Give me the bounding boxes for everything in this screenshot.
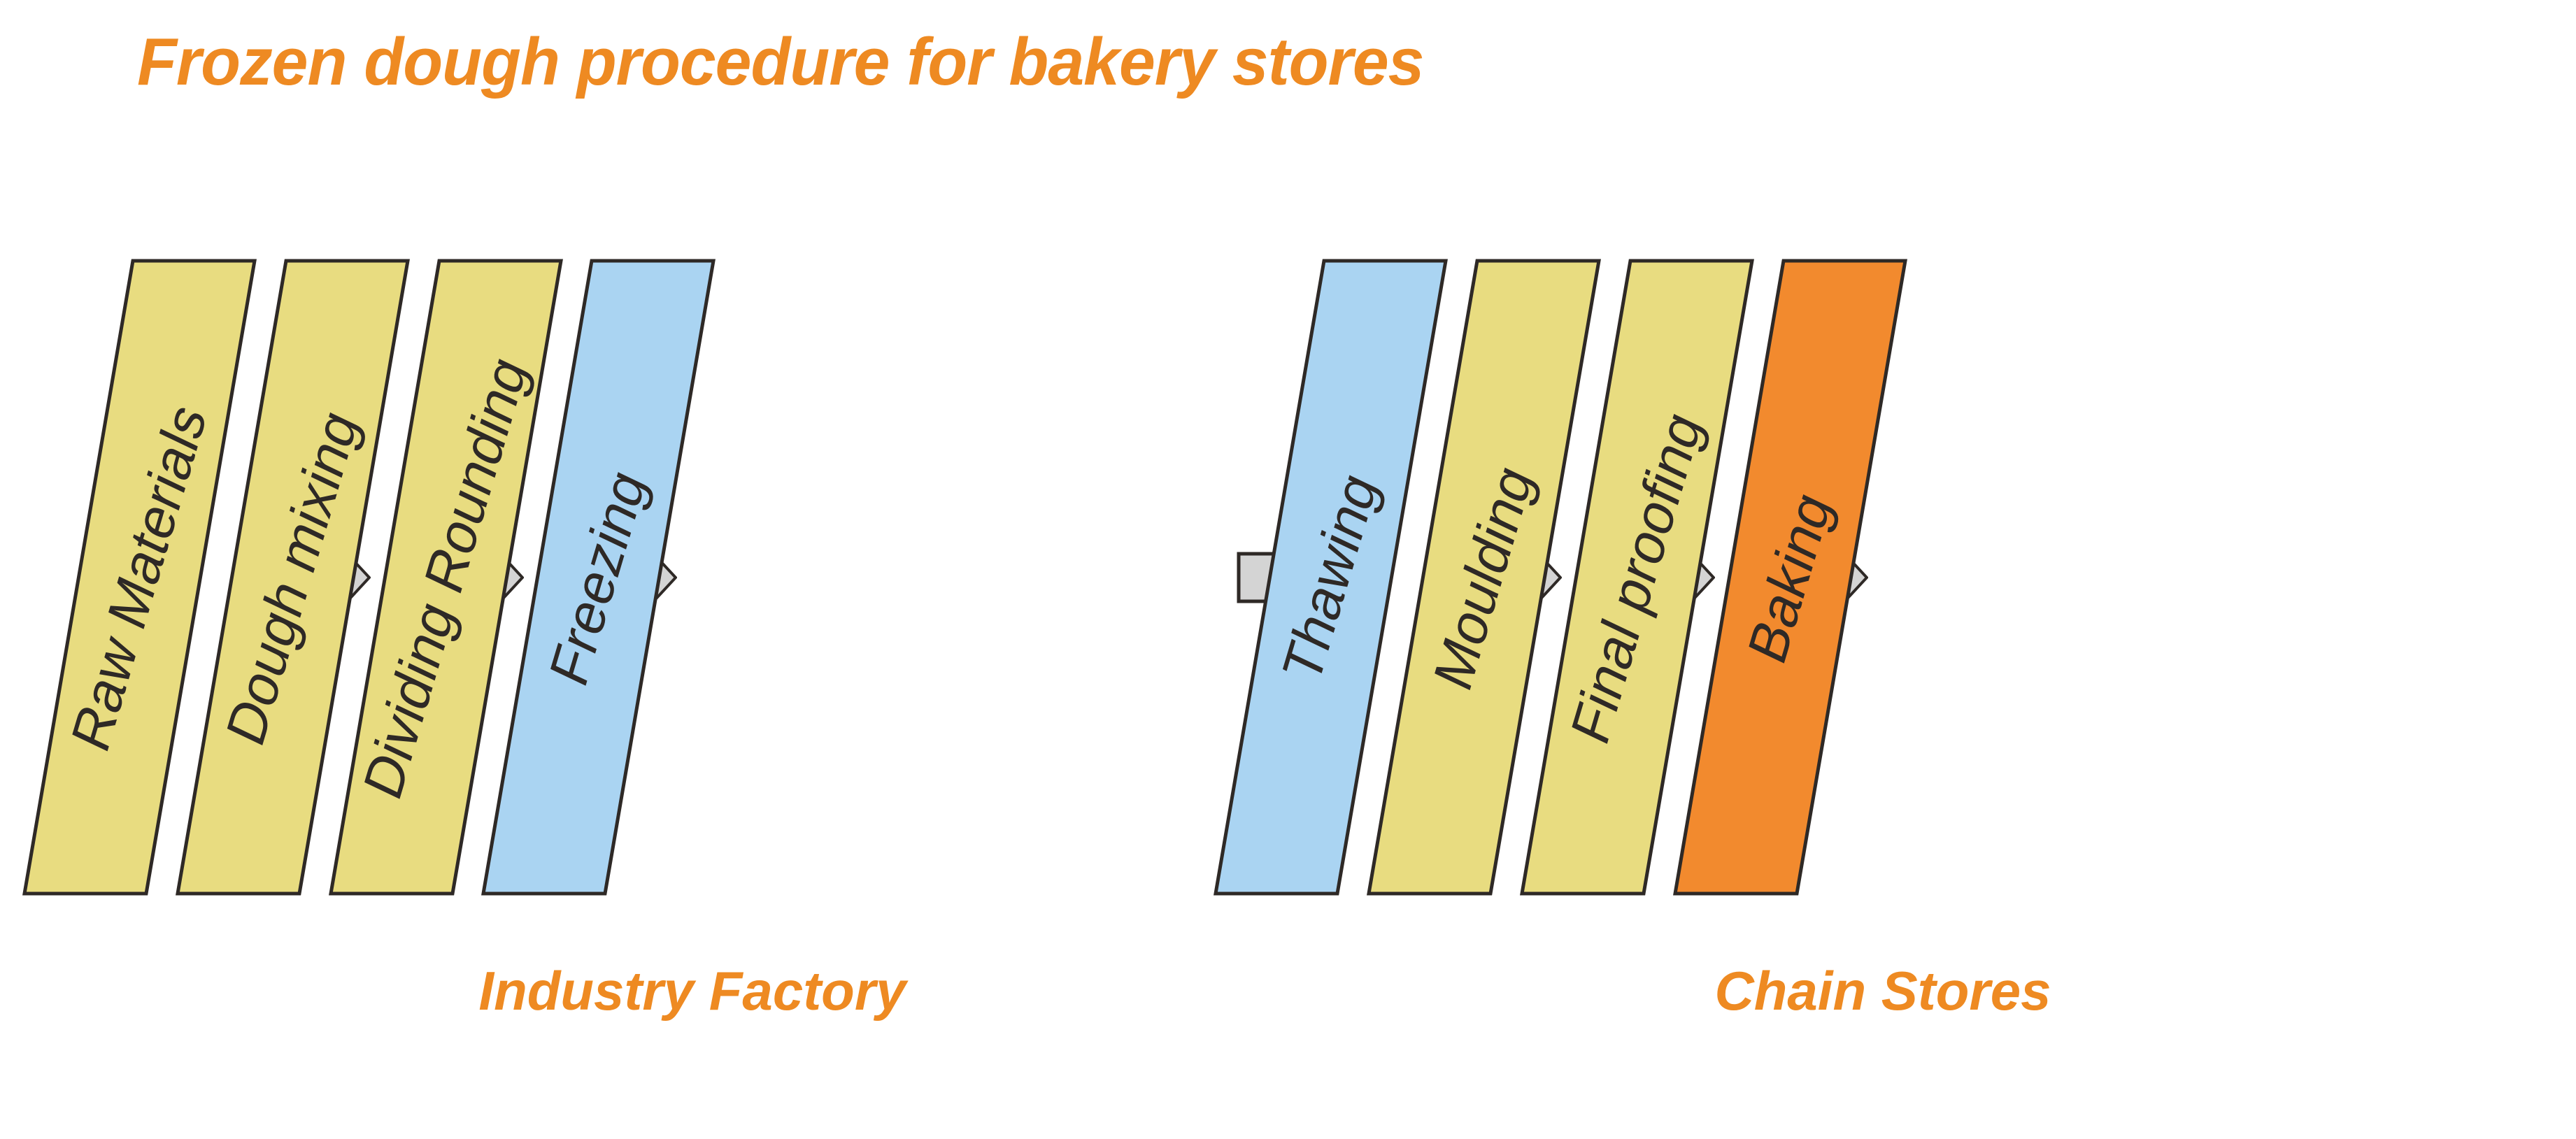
process-step-freezing[interactable]: Freezing [537, 261, 659, 894]
process-step-thawing[interactable]: Thawing [1269, 261, 1391, 894]
stage-caption-industry-factory: Industry Factory [478, 960, 906, 1022]
process-step-final-proofing[interactable]: Final proofing [1576, 261, 1698, 894]
process-step-raw-materials[interactable]: Raw Materials [78, 261, 200, 894]
process-step-dividing-rounding[interactable]: Dividing Rounding [385, 261, 506, 894]
stage-caption-chain-stores: Chain Stores [1714, 960, 2051, 1022]
page-title: Frozen dough procedure for bakery stores [137, 24, 1424, 99]
process-step-dough-mixing[interactable]: Dough mixing [232, 261, 353, 894]
process-step-moulding[interactable]: Moulding [1423, 261, 1544, 894]
process-step-baking[interactable]: Baking [1729, 261, 1851, 894]
